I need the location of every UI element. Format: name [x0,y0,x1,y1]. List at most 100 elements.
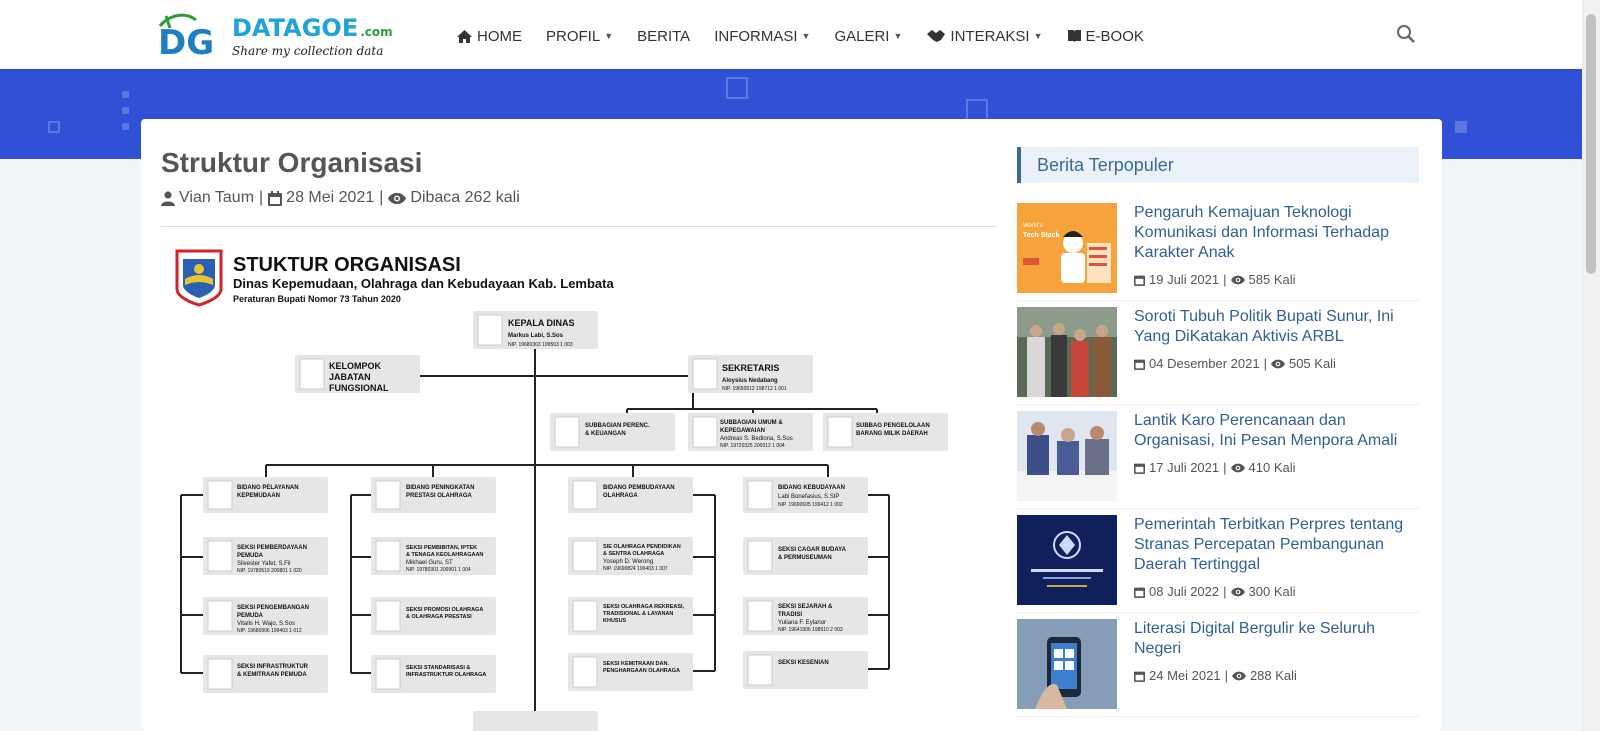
search-icon[interactable] [1396,24,1416,44]
nav-interaksi-label: INTERAKSI [950,27,1030,45]
org-s42-name: Yuliana F. Eylanor [778,620,826,626]
org-s12-line1: SEKSI PENGEMBANGAN [237,605,309,611]
org-bid4-nip: NIP. 19690605 199412 1 002 [778,502,843,508]
org-s21-nip: NIP. 19780301 200901 1 004 [406,567,471,573]
org-s31-name: Yoseph D. Werong [603,559,653,565]
org-s42-line2: TRADISI [778,612,802,618]
org-sub3-line2: BARANG MILIK DAERAH [856,431,928,437]
org-s11-name: Silvester Yafet, S.Fil [237,561,290,567]
nav-ebook-label: E-BOOK [1085,27,1144,45]
news-thumbnail[interactable] [1017,411,1117,501]
org-secretary-title: SEKRETARIS [722,363,779,373]
article-meta: Vian Taum | 28 Mei 2021 | Dibaca 262 kal… [161,189,520,207]
news-meta: 24 Mei 2021 | 288 Kali [1134,668,1297,683]
book-icon [1067,30,1081,42]
eye-icon [1232,671,1246,680]
brand-tagline: Share my collection data [232,44,384,58]
chevron-down-icon: ▼ [801,31,811,41]
org-sub2-name: Andreas S. Bediona, S.Sos [720,436,793,442]
org-s43-line1: SEKSI KESENIAN [778,660,829,666]
org-heading: STUKTUR ORGANISASI [233,254,461,276]
handshake-icon [927,30,946,42]
article-author[interactable]: Vian Taum [179,189,255,206]
org-s42-line1: SEKSI SEJARAH & [778,604,833,610]
news-views: 505 Kali [1288,356,1336,371]
news-date: 17 Juli 2021 [1149,460,1220,475]
news-meta: 19 Juli 2021 | 585 Kali [1134,272,1296,287]
lembata-emblem [175,249,223,307]
org-structure-chart: STUKTUR ORGANISASI Dinas Kepemudaan, Ola… [175,249,948,731]
eye-icon [388,192,407,204]
datagoe-logo-mark: DG [158,13,214,60]
news-item[interactable]: Literasi Digital Bergulir ke Seluruh Neg… [1017,619,1419,717]
nav-profil[interactable]: PROFIL ▼ [546,28,613,45]
news-thumbnail[interactable] [1017,515,1117,605]
org-subheading: Dinas Kepemudaan, Olahraga dan Kebudayaa… [233,276,614,291]
news-title[interactable]: Pemerintah Terbitkan Perpres tentang Str… [1134,516,1404,573]
top-navbar: DG DATAGOE.com Share my collection data … [0,0,1582,69]
org-s13-line2: & KEMITRAAN PEMUDA [237,672,307,678]
org-s22-line1: SEKSI PROMOSI OLAHRAGA [406,607,483,613]
org-kelompok-line1: KELOMPOK [329,361,382,371]
org-s41-line2: & PERMUSEUMAN [778,555,832,561]
nav-interaksi[interactable]: INTERAKSI ▼ [926,27,1043,45]
news-item[interactable]: World's Tech Stack Pengaruh Kemajuan Tek… [1017,203,1419,301]
news-thumbnail[interactable] [1017,619,1117,709]
news-thumbnail[interactable] [1017,307,1117,397]
news-views: 585 Kali [1248,272,1296,287]
nav-berita[interactable]: BERITA [637,28,690,45]
org-head-nip: NIP. 19680303 199503 1 003 [508,342,573,348]
org-s31-line2: & SENTRA OLAHRAGA [603,551,664,557]
org-s11-line1: SEKSI PEMBERDAYAAN [237,545,307,551]
org-s31-nip: NIP. 19690824 199403 1 007 [603,566,668,572]
logo-mark-text: DG [158,23,214,60]
org-s32-line2: TRADISIONAL & LAYANAN [603,611,673,617]
org-s13-line1: SEKSI INFRASTRUKTUR [237,664,309,670]
org-bid4-name: Labi Bonefasius, S.SIP [778,494,839,500]
news-title[interactable]: Pengaruh Kemajuan Teknologi Komunikasi d… [1134,204,1389,261]
news-item[interactable]: Soroti Tubuh Politik Bupati Sunur, Ini Y… [1017,307,1419,405]
scrollbar-thumb[interactable] [1586,14,1596,274]
nav-galeri[interactable]: GALERI ▼ [834,28,902,45]
calendar-icon [1134,463,1145,474]
news-thumbnail[interactable]: World's Tech Stack [1017,203,1117,293]
org-sub2-line2: KEPEGAWAIAN [720,428,765,434]
org-kelompok-line3: FUNGSIONAL [329,383,389,393]
news-item[interactable]: Lantik Karo Perencanaan dan Organisasi, … [1017,411,1419,509]
org-bid3-line2: OLAHRAGA [603,493,638,499]
main-nav: HOME PROFIL ▼ BERITA INFORMASI ▼ GALERI … [456,24,1168,48]
org-box-texts: KEPALA DINAS Markus Labi, S.Sos NIP. 196… [237,318,930,678]
site-logo[interactable]: DG DATAGOE.com Share my collection data [156,10,406,62]
news-title[interactable]: Soroti Tubuh Politik Bupati Sunur, Ini Y… [1134,308,1394,345]
org-s32-line3: KHUSUS [603,618,627,624]
news-title[interactable]: Literasi Digital Bergulir ke Seluruh Neg… [1134,620,1375,657]
org-bid3-line1: BIDANG PEMBUDAYAAN [603,485,675,491]
org-s42-nip: NIP. 19641906 198610 2 003 [778,627,843,633]
nav-berita-label: BERITA [637,27,691,45]
user-icon [161,190,175,206]
news-meta: 08 Juli 2022 | 300 Kali [1134,584,1296,599]
nav-ebook[interactable]: E-BOOK [1067,28,1144,45]
banner-decor-square [48,121,60,133]
page-title: Struktur Organisasi [161,147,423,178]
page-scrollbar[interactable] [1582,0,1600,731]
news-date: 19 Juli 2021 [1149,272,1220,287]
banner-decor-square [726,77,748,99]
org-s11-line2: PEMUDA [237,553,264,559]
nav-informasi[interactable]: INFORMASI ▼ [714,28,810,45]
nav-home-label: HOME [477,27,522,45]
org-s21-line1: SEKSI PEMBIBITAN, IPTEK [406,545,477,551]
org-sub1-line2: & KEUANGAN [585,431,626,437]
org-s32-line1: SEKSI OLAHRAGA REKREASI, [603,604,685,610]
nav-home[interactable]: HOME [456,28,522,45]
org-photo-placeholders [207,314,853,690]
news-item[interactable]: Pemerintah Terbitkan Perpres tentang Str… [1017,515,1419,613]
eye-icon [1230,587,1245,596]
news-views: 300 Kali [1248,584,1296,599]
org-s12-nip: NIP. 19680906 199403 1 012 [237,628,302,634]
nav-profil-label: PROFIL [546,27,601,45]
news-title[interactable]: Lantik Karo Perencanaan dan Organisasi, … [1134,412,1398,449]
nav-galeri-label: GALERI [834,27,890,45]
org-sub3-line1: SUBBAG PENGELOLAAN [856,423,930,429]
org-bid2-line2: PRESTASI OLAHRAGA [406,493,473,499]
